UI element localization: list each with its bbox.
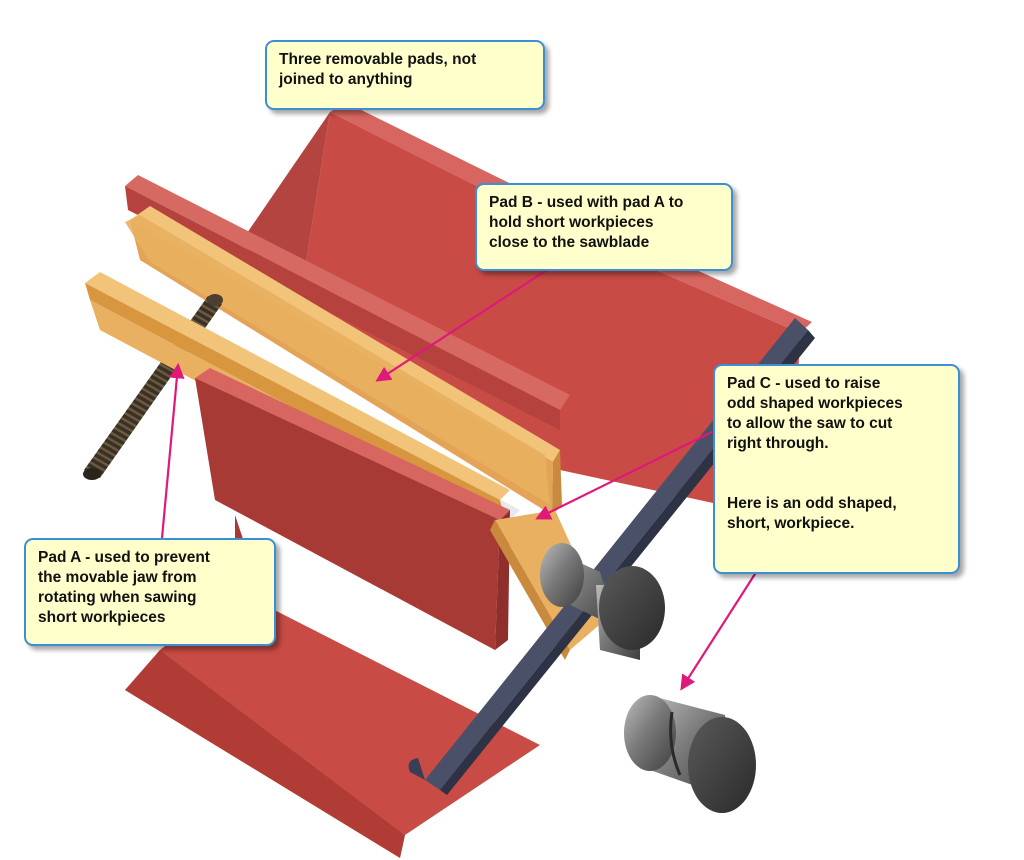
- callout-line: the movable jaw from: [38, 569, 197, 586]
- callout-line: Pad B - used with pad A to: [489, 194, 684, 211]
- callout-line: Pad C - used to raise: [727, 375, 881, 392]
- callout-line: odd shaped workpieces: [727, 395, 903, 412]
- callout-pad-a: Pad A - used to prevent the movable jaw …: [24, 538, 276, 646]
- pad-b-arrow: [375, 267, 551, 382]
- clamped-workpiece: [540, 543, 665, 660]
- pad-b: [125, 206, 562, 515]
- callout-spacer: [727, 454, 946, 494]
- callout-three-pads: Three removable pads, not joined to anyt…: [265, 40, 545, 110]
- callout-line: hold short workpieces: [489, 214, 654, 231]
- callout-line: rotating when sawing: [38, 589, 197, 606]
- callout-line: short, workpiece.: [727, 515, 855, 532]
- callout-line: Three removable pads, not: [279, 51, 477, 68]
- callout-pad-b: Pad B - used with pad A to hold short wo…: [475, 183, 733, 271]
- rear-jaw-slab: [125, 175, 570, 430]
- workpiece-arrow: [680, 562, 763, 691]
- callout-line: joined to anything: [279, 71, 413, 88]
- callout-line: Here is an odd shaped,: [727, 495, 897, 512]
- pad-c-arrow: [535, 431, 713, 520]
- loose-workpiece: [624, 695, 756, 813]
- pad-a-arrow: [160, 362, 185, 539]
- callout-line: short workpieces: [38, 609, 166, 626]
- callout-line: to allow the saw to cut: [727, 415, 893, 432]
- pointer-arrows: [160, 267, 763, 691]
- callout-line: right through.: [727, 435, 829, 452]
- callout-pad-c: Pad C - used to raise odd shaped workpie…: [713, 364, 960, 574]
- callout-line: Pad A - used to prevent: [38, 549, 210, 566]
- callout-line: close to the sawblade: [489, 234, 650, 251]
